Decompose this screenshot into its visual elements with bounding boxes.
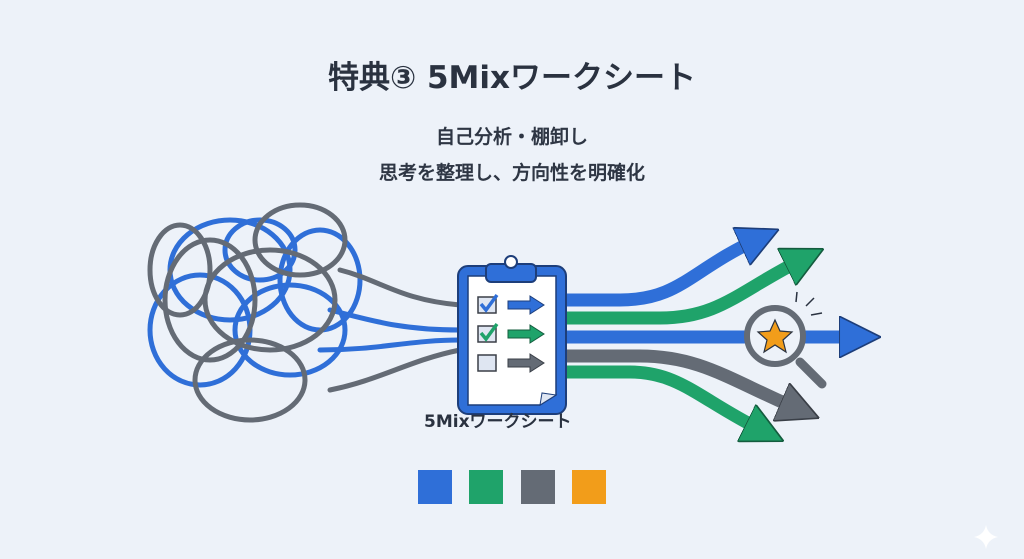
clipboard-icon [457, 255, 567, 415]
subtitle-line-1: 自己分析・棚卸し [435, 126, 588, 148]
page-title: 特典③ 5Mixワークシート [327, 60, 697, 96]
subtitle-line-2: 思考を整理し、方向性を明確化 [378, 162, 645, 184]
arrow-green-up [565, 258, 805, 325]
swatch-green [469, 470, 503, 504]
worksheet-label: 5Mixワークシート [424, 412, 572, 432]
tangled-threads [147, 202, 463, 423]
swatch-blue [418, 470, 452, 504]
arrow-blue-up [565, 238, 760, 307]
swatch-orange [572, 470, 606, 504]
arrow-green-down [565, 365, 765, 432]
arrow-gray-down [565, 349, 800, 410]
output-arrows [565, 238, 860, 432]
magnifier-star-icon [744, 291, 827, 389]
swatch-gray [521, 470, 555, 504]
sparkle-icon [974, 525, 998, 549]
